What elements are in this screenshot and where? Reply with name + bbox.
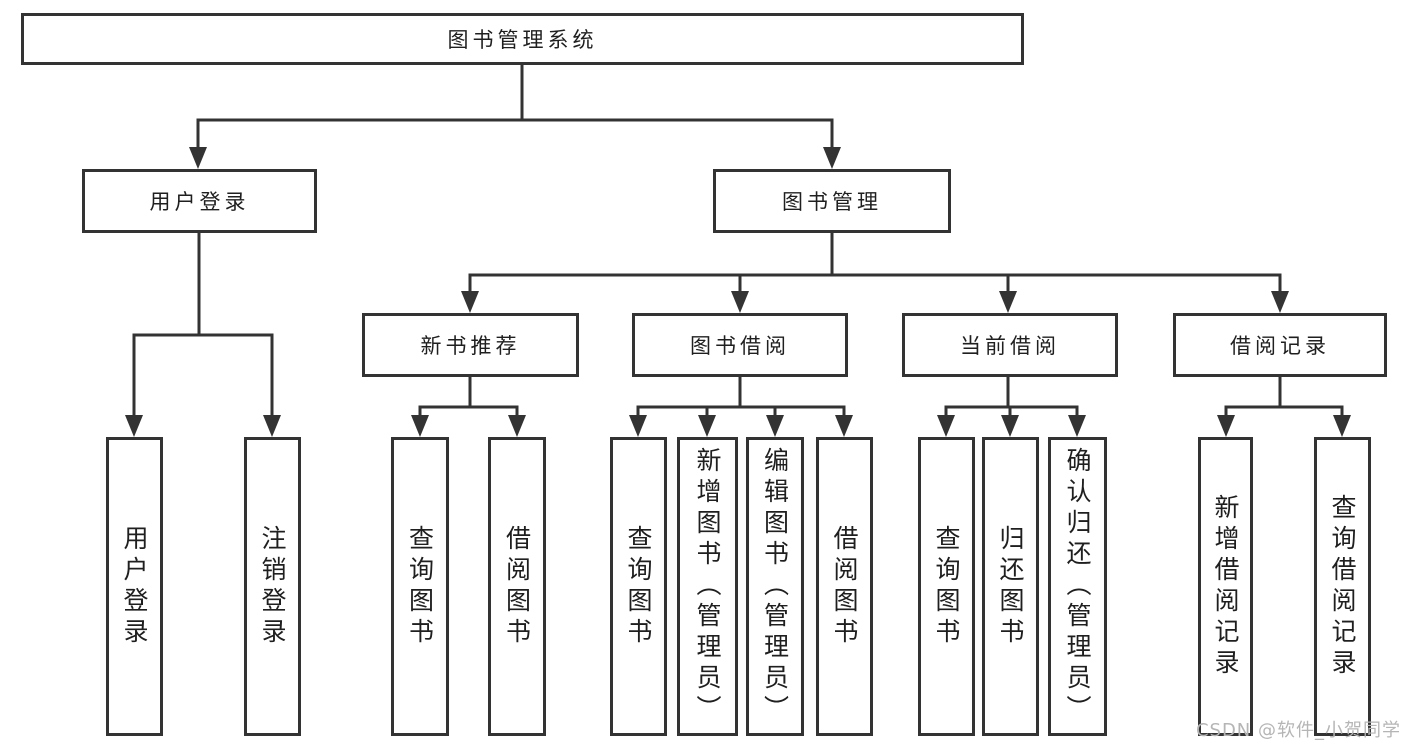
leaf-add-book-admin: 新增图书（管理员） — [677, 437, 738, 736]
node-borrow-records: 借阅记录 — [1173, 313, 1387, 377]
leaf-query-book-current: 查询图书 — [918, 437, 975, 736]
node-book-borrow-label: 图书借阅 — [690, 334, 790, 358]
csdn-watermark: CSDN @软件_小贺同学 — [1195, 720, 1401, 741]
leaf-borrow-book-recommend: 借阅图书 — [488, 437, 546, 736]
node-user-login-label: 用户登录 — [149, 190, 250, 214]
leaf-query-book-recommend: 查询图书 — [391, 437, 449, 736]
node-book-borrow: 图书借阅 — [632, 313, 848, 377]
leaf-add-borrow-record: 新增借阅记录 — [1198, 437, 1253, 736]
node-new-book-recommend: 新书推荐 — [362, 313, 579, 377]
node-borrow-records-label: 借阅记录 — [1230, 334, 1330, 358]
leaf-confirm-return-admin: 确认归还（管理员） — [1048, 437, 1107, 736]
leaf-user-login: 用户登录 — [106, 437, 163, 736]
node-current-borrow: 当前借阅 — [902, 313, 1118, 377]
node-current-borrow-label: 当前借阅 — [960, 334, 1060, 358]
leaf-borrow-book: 借阅图书 — [816, 437, 873, 736]
node-root: 图书管理系统 — [21, 13, 1024, 65]
node-root-label: 图书管理系统 — [447, 28, 598, 52]
node-user-login: 用户登录 — [82, 169, 317, 233]
leaf-return-book: 归还图书 — [982, 437, 1039, 736]
leaf-query-book-borrow: 查询图书 — [610, 437, 667, 736]
node-book-management: 图书管理 — [713, 169, 951, 233]
leaf-logout: 注销登录 — [244, 437, 301, 736]
node-new-book-recommend-label: 新书推荐 — [420, 334, 521, 358]
leaf-query-borrow-record: 查询借阅记录 — [1314, 437, 1371, 736]
node-book-management-label: 图书管理 — [782, 190, 882, 214]
leaf-edit-book-admin: 编辑图书（管理员） — [746, 437, 804, 736]
